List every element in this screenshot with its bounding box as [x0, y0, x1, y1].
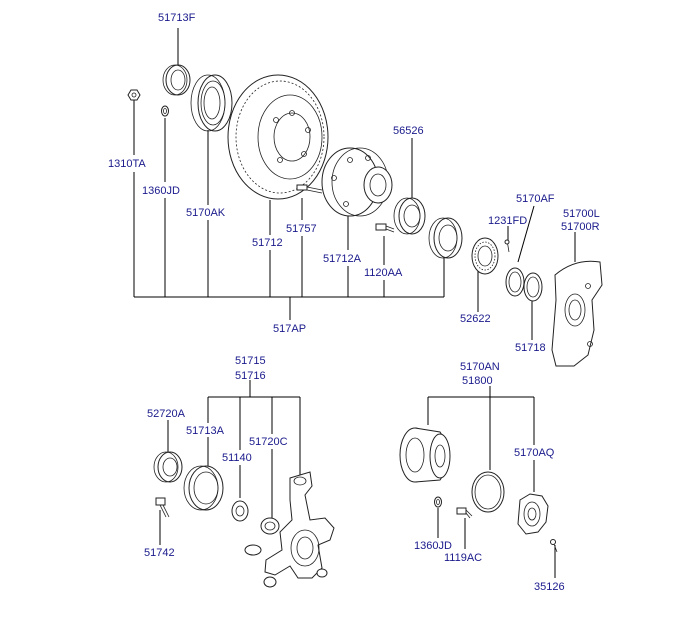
hub-cap-part	[517, 493, 549, 535]
label-5170AF: 5170AF	[516, 193, 555, 205]
label-51718: 51718	[515, 342, 546, 354]
label-1119AC: 1119AC	[444, 552, 482, 564]
leader-lines-bottom-right	[427, 386, 556, 578]
retainer-ring-part	[523, 272, 543, 302]
knuckle-seal-part	[153, 451, 183, 483]
label-1360JD-bottom: 1360JD	[414, 540, 452, 552]
label-51713A: 51713A	[186, 425, 225, 437]
knuckle-bolt-part	[155, 497, 170, 518]
label-51720C: 51720C	[249, 436, 288, 448]
bearing-part	[190, 74, 233, 132]
leader-lines-top	[133, 28, 576, 340]
nut-part	[127, 89, 141, 101]
label-56526: 56526	[393, 125, 424, 137]
label-51715: 51715	[235, 355, 266, 367]
label-51700R: 51700R	[561, 221, 600, 233]
steering-knuckle-part	[244, 471, 335, 588]
brake-disc-part	[227, 74, 329, 200]
label-51742: 51742	[144, 547, 175, 559]
label-52720A: 52720A	[147, 408, 186, 420]
label-51700L: 51700L	[563, 208, 600, 220]
hub-bolt-part	[375, 223, 395, 233]
hub-stud-part	[456, 507, 473, 519]
label-1120AA: 1120AA	[364, 267, 403, 279]
label-517AP: 517AP	[273, 323, 306, 335]
knuckle-bearing-part	[183, 465, 224, 511]
label-5170AN: 5170AN	[460, 361, 500, 373]
label-1231FD: 1231FD	[488, 215, 527, 227]
label-1310TA: 1310TA	[108, 158, 146, 170]
label-51140: 51140	[222, 452, 252, 464]
label-1360JD-top: 1360JD	[142, 185, 180, 197]
label-51712: 51712	[252, 237, 283, 249]
label-5170AK: 5170AK	[186, 207, 226, 219]
label-52622: 52622	[460, 313, 491, 325]
label-51716: 51716	[235, 370, 266, 382]
inner-seal-part	[428, 217, 463, 259]
label-5170AQ: 5170AQ	[514, 447, 555, 459]
small-screw-part	[504, 239, 510, 253]
oil-seal-part	[162, 64, 191, 96]
o-ring-part	[471, 471, 505, 513]
collar-part	[260, 517, 280, 535]
label-51800: 51800	[462, 375, 493, 387]
leader-lines-bottom-left	[159, 380, 301, 545]
small-nut-part	[161, 105, 169, 117]
snap-ring-part	[505, 267, 525, 297]
label-51712A: 51712A	[323, 253, 362, 265]
part-number-labels: 51713F 1310TA 1360JD 5170AK 51712 51757 …	[108, 12, 600, 593]
locking-hub-body-part	[399, 427, 451, 483]
outer-bearing-part	[393, 197, 426, 235]
label-51757: 51757	[286, 223, 317, 235]
tone-ring-part	[471, 237, 499, 275]
spacer-ring-part	[231, 500, 249, 522]
wheel-bolt-part	[296, 184, 323, 194]
wheel-hub-part	[321, 147, 393, 217]
dust-cover-part	[551, 260, 603, 367]
label-51713F: 51713F	[158, 12, 196, 24]
label-35126: 35126	[534, 581, 565, 593]
hub-nut-part	[434, 496, 442, 508]
cap-screw-part	[550, 539, 558, 553]
